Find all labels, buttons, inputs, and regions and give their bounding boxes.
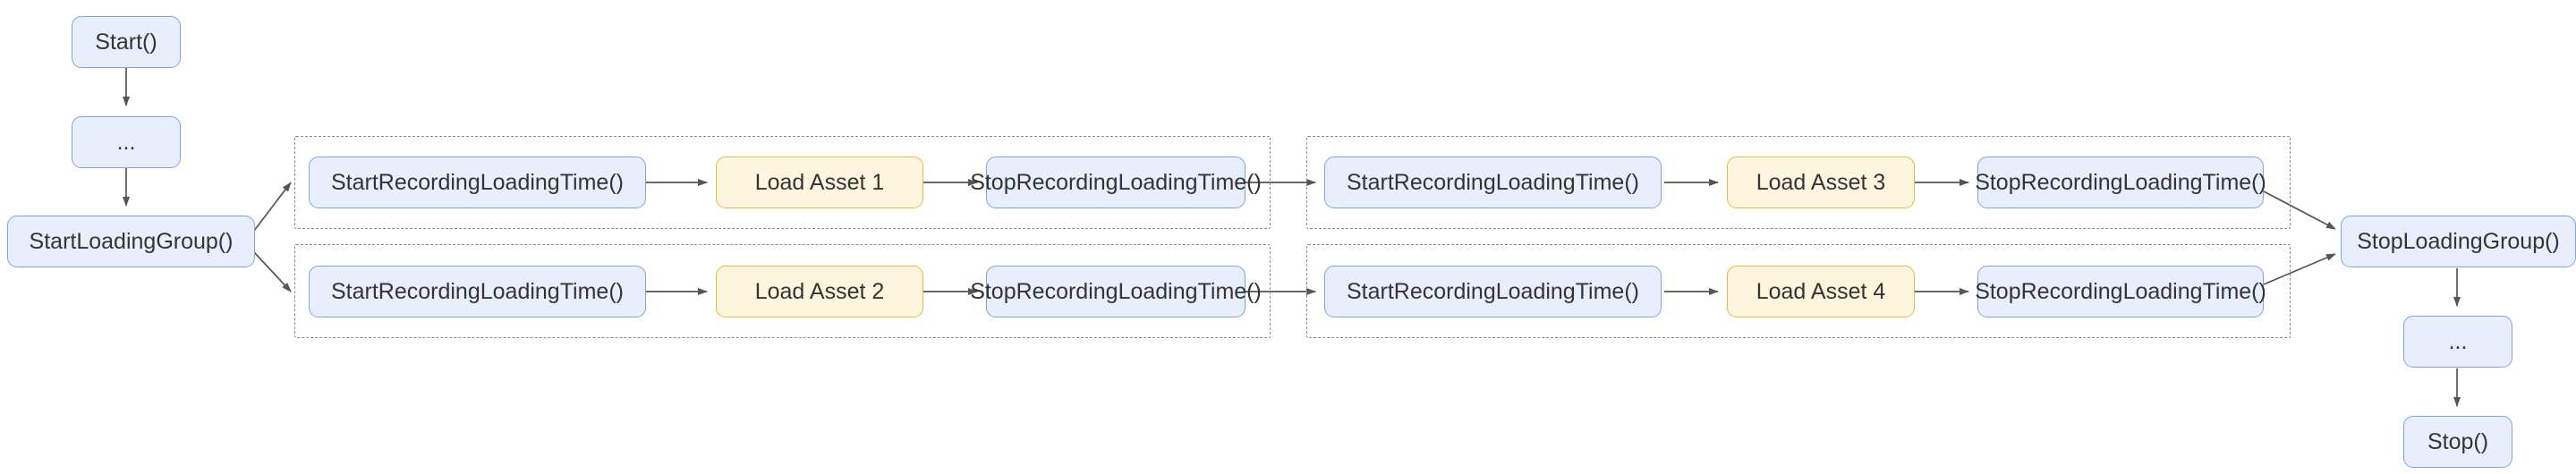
group-1-row-2-box (294, 244, 1271, 338)
node-g1r2-start-recording[interactable]: StartRecordingLoadingTime() (309, 266, 646, 317)
node-g2r1-load-asset-label: Load Asset 3 (1756, 169, 1886, 195)
node-g1r1-start-recording-label: StartRecordingLoadingTime() (330, 169, 624, 195)
node-g2r2-stop-recording[interactable]: StopRecordingLoadingTime() (1975, 266, 2266, 317)
node-g1r2-load-asset-label: Load Asset 2 (754, 278, 885, 304)
node-stop-loading-group[interactable]: StopLoadingGroup() (2341, 216, 2576, 267)
node-stop-loading-group-label: StopLoadingGroup() (2357, 228, 2560, 254)
node-ellipsis-stop[interactable]: ... (2403, 316, 2512, 368)
node-stop-label: Stop() (2427, 428, 2489, 454)
node-g2r2-load-asset[interactable]: Load Asset 4 (1727, 266, 1915, 317)
node-g2r2-stop-recording-label: StopRecordingLoadingTime() (1975, 278, 2266, 304)
node-stop[interactable]: Stop() (2403, 416, 2512, 468)
group-2-row-2-box (1306, 244, 2291, 338)
node-g1r1-load-asset-label: Load Asset 1 (754, 169, 885, 195)
node-g2r2-start-recording[interactable]: StartRecordingLoadingTime() (1324, 266, 1662, 317)
node-g1r2-load-asset[interactable]: Load Asset 2 (716, 266, 923, 317)
node-g2r2-load-asset-label: Load Asset 4 (1756, 278, 1886, 304)
node-g2r1-stop-recording[interactable]: StopRecordingLoadingTime() (1975, 157, 2266, 208)
node-start-label: Start() (95, 29, 157, 55)
node-g2r1-stop-recording-label: StopRecordingLoadingTime() (1975, 169, 2266, 195)
group-1-row-1-box (294, 136, 1271, 229)
node-ellipsis-stop-label: ... (2448, 328, 2468, 354)
node-g2r2-start-recording-label: StartRecordingLoadingTime() (1346, 278, 1639, 304)
node-g1r2-stop-recording-label: StopRecordingLoadingTime() (970, 278, 1262, 304)
node-g1r2-stop-recording[interactable]: StopRecordingLoadingTime() (970, 266, 1262, 317)
node-g2r1-start-recording-label: StartRecordingLoadingTime() (1346, 169, 1639, 195)
node-g1r1-stop-recording-label: StopRecordingLoadingTime() (970, 169, 1262, 195)
node-ellipsis-start-label: ... (116, 129, 136, 155)
node-g1r2-start-recording-label: StartRecordingLoadingTime() (330, 278, 624, 304)
node-start-loading-group[interactable]: StartLoadingGroup() (7, 216, 255, 267)
node-g1r1-stop-recording[interactable]: StopRecordingLoadingTime() (970, 157, 1262, 208)
node-ellipsis-start[interactable]: ... (72, 116, 181, 168)
node-g2r1-load-asset[interactable]: Load Asset 3 (1727, 157, 1915, 208)
node-g1r1-start-recording[interactable]: StartRecordingLoadingTime() (309, 157, 646, 208)
node-start-loading-group-label: StartLoadingGroup() (29, 228, 234, 254)
node-start[interactable]: Start() (72, 16, 181, 68)
node-g2r1-start-recording[interactable]: StartRecordingLoadingTime() (1324, 157, 1662, 208)
group-2-row-1-box (1306, 136, 2291, 229)
node-g1r1-load-asset[interactable]: Load Asset 1 (716, 157, 923, 208)
